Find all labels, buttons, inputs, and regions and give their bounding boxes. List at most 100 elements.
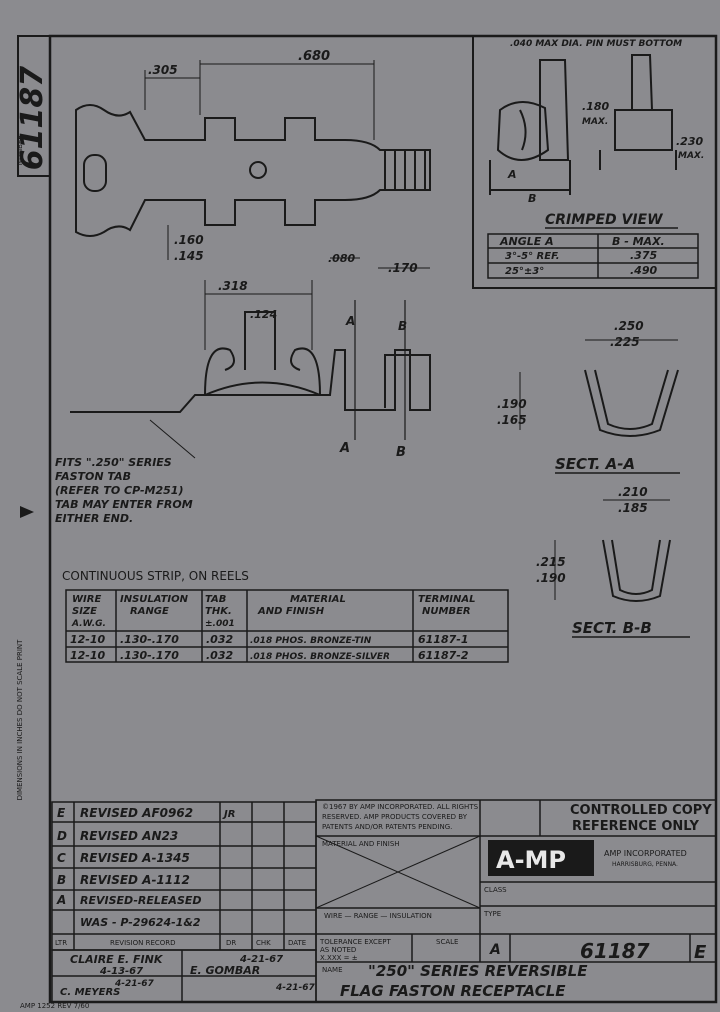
side-drawing-number: 61187 xyxy=(15,66,50,170)
section-a-a-shape xyxy=(519,339,679,437)
dim-max-2: MAX. xyxy=(678,151,704,161)
rev-head-dr: DR xyxy=(226,939,236,947)
crimped-view-box xyxy=(472,35,717,289)
r1-term: 61187-1 xyxy=(418,633,469,646)
dim-230: .230 xyxy=(676,135,703,148)
r1-tab: .032 xyxy=(206,633,233,646)
th-tab-2: THK. xyxy=(205,606,232,617)
section-b-top: B xyxy=(398,319,407,333)
amp-logo-text: A-MP xyxy=(496,846,566,874)
drawing-number: 61187 xyxy=(580,939,650,963)
drawn-date: 4-13-67 xyxy=(99,966,143,977)
th-ins-1: INSULATION xyxy=(120,594,189,605)
approved-date: 4-21-67 xyxy=(275,983,316,993)
fits-note-4: TAB MAY ENTER FROM xyxy=(55,498,193,511)
fits-note-2: FASTON TAB xyxy=(55,470,131,483)
tolerance-label-3: X.XXX = ± xyxy=(320,954,358,962)
r1-wire: 12-10 xyxy=(70,633,106,646)
company-location: HARRISBURG, PENNA. xyxy=(612,861,678,868)
wire-range-label: WIRE — RANGE — INSULATION xyxy=(324,912,432,920)
dim-680: .680 xyxy=(298,49,330,64)
dim-210: .210 xyxy=(618,485,648,499)
dim-124: .124 xyxy=(250,308,277,321)
title-line-1: "250" SERIES REVERSIBLE xyxy=(368,962,588,980)
table-r2-b: .490 xyxy=(630,264,657,277)
crimped-table xyxy=(487,233,699,279)
section-b-b-shape xyxy=(554,499,671,602)
company-name: AMP INCORPORATED xyxy=(604,849,687,858)
copyright-2: RESERVED. AMP PRODUCTS COVERED BY xyxy=(322,813,468,821)
angle-label-a: A xyxy=(507,168,517,181)
th-term-2: NUMBER xyxy=(422,606,471,617)
center-mark-arrow xyxy=(20,506,34,518)
section-b-b-title: SECT. B-B xyxy=(572,619,652,637)
dim-305: .305 xyxy=(148,63,178,77)
r1-ins: .130-.170 xyxy=(120,633,179,646)
continuous-strip-note: CONTINUOUS STRIP, ON REELS xyxy=(62,569,249,583)
rev-e-desc: REVISED AF0962 xyxy=(80,806,193,820)
copyright-1: ©1967 BY AMP INCORPORATED. ALL RIGHTS xyxy=(322,803,479,811)
amp-logo xyxy=(488,840,594,876)
class-label: CLASS xyxy=(484,886,507,894)
rev-was: WAS - P-29624-1&2 xyxy=(80,916,201,929)
rev-head-chk: CHK xyxy=(256,939,271,947)
copyright-3: PATENTS AND/OR PATENTS PENDING. xyxy=(322,823,452,831)
fits-note-5: EITHER END. xyxy=(55,512,133,525)
section-a-top: A xyxy=(345,314,355,328)
th-term-1: TERMINAL xyxy=(418,594,476,605)
terminal-table-grid xyxy=(65,589,509,663)
title-block-grid xyxy=(315,799,717,1003)
fits-note-1: FITS ".250" SERIES xyxy=(55,456,172,469)
section-b-bottom: B xyxy=(396,445,406,460)
rev-head-ltr: LTR xyxy=(55,939,67,947)
dim-170: .170 xyxy=(388,261,418,275)
side-number-label: NUMBER xyxy=(16,135,24,166)
dim-190: .190 xyxy=(497,397,527,411)
side-note: DIMENSIONS IN INCHES DO NOT SCALE PRINT xyxy=(16,639,24,801)
th-ins-2: RANGE xyxy=(130,606,169,617)
dim-250: .250 xyxy=(614,319,644,333)
revision-letter: E xyxy=(694,942,707,963)
rev-d-ltr: D xyxy=(57,829,67,843)
crimped-sketch xyxy=(489,54,677,195)
table-head-angle: ANGLE A xyxy=(499,235,554,248)
tolerance-label-2: AS NOTED xyxy=(320,946,356,954)
dim-318: .318 xyxy=(218,279,248,293)
form-number: AMP 1252 REV 7/60 xyxy=(20,1002,89,1010)
section-a-bottom: A xyxy=(339,441,350,456)
th-wire-1: WIRE xyxy=(72,594,101,605)
th-mat-2: AND FINISH xyxy=(257,606,325,617)
rev-head-date: DATE xyxy=(288,939,306,947)
r2-term: 61187-2 xyxy=(418,649,469,662)
dim-225: .225 xyxy=(610,335,640,349)
name-label: NAME xyxy=(322,966,343,974)
th-wire-2: SIZE xyxy=(72,606,97,617)
revision-block-grid xyxy=(51,801,317,1003)
tolerance-label-1: TOLERANCE EXCEPT xyxy=(319,938,391,946)
title-line-2: FLAG FASTON RECEPTACLE xyxy=(340,982,566,1000)
table-r1-angle: 3°-5° REF. xyxy=(505,251,560,262)
pin-note: .040 MAX DIA. PIN MUST BOTTOM xyxy=(510,39,682,49)
material-finish-label: MATERIAL AND FINISH xyxy=(322,840,400,848)
rev-e-dr: JR xyxy=(222,809,235,820)
dim-180: .180 xyxy=(582,100,609,113)
top-view xyxy=(75,60,431,260)
design-by: E. GOMBAR xyxy=(190,964,260,977)
reference-only: REFERENCE ONLY xyxy=(572,819,700,834)
r2-mat: .018 PHOS. BRONZE-SILVER xyxy=(250,652,390,662)
rev-d-desc: REVISED AN23 xyxy=(80,829,178,843)
th-tab-1: TAB xyxy=(205,594,226,605)
checked-date: 4-21-67 xyxy=(114,979,155,989)
dim-185: .185 xyxy=(618,501,648,515)
side-view xyxy=(70,257,431,440)
drawn-by: CLAIRE E. FINK xyxy=(70,953,164,966)
scale-label: SCALE xyxy=(436,938,458,946)
rev-b-ltr: B xyxy=(57,873,66,887)
design-date: 4-21-67 xyxy=(239,954,283,965)
dim-190-b: .190 xyxy=(536,571,566,585)
rev-b-desc: REVISED A-1112 xyxy=(80,873,190,887)
dim-label-b: B xyxy=(528,192,536,205)
size-a: A xyxy=(489,942,501,958)
